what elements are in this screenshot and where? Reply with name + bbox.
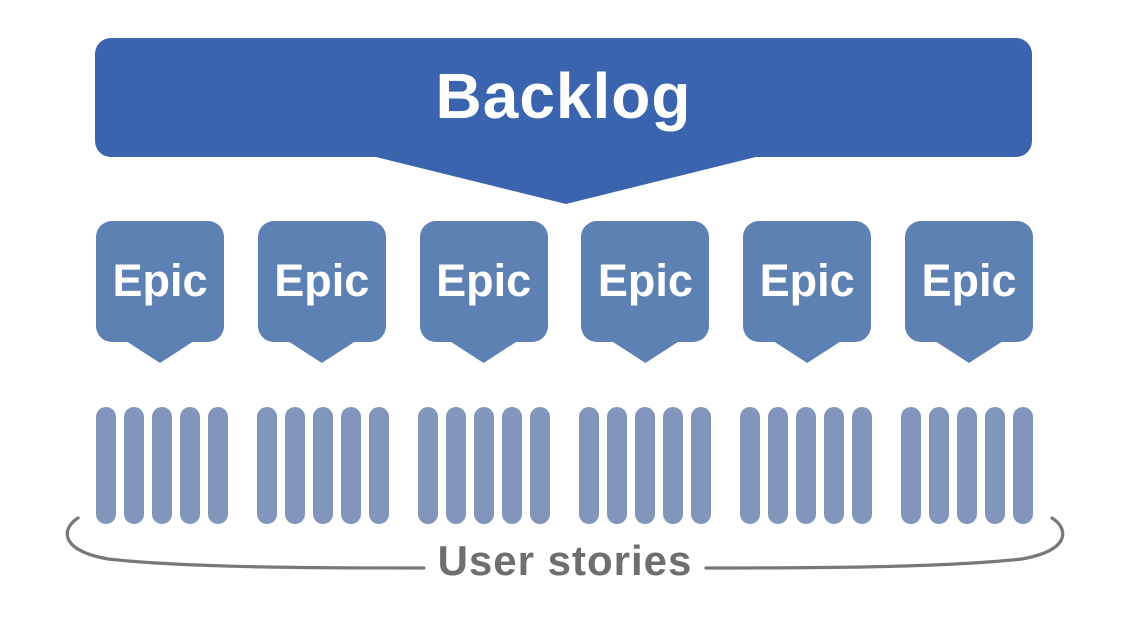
user-story-bar bbox=[852, 407, 872, 524]
epic-pointer-down-icon bbox=[611, 341, 680, 363]
user-story-group bbox=[901, 407, 1033, 525]
user-story-bar bbox=[607, 407, 627, 524]
user-story-group bbox=[740, 407, 872, 525]
user-story-bar bbox=[957, 407, 977, 524]
user-story-bar bbox=[663, 407, 683, 524]
backlog-label: Backlog bbox=[435, 59, 692, 132]
epic-label: Epic bbox=[112, 255, 208, 306]
user-stories-label: User stories bbox=[437, 537, 693, 584]
epic-row: Epic Epic Epic Epic Epic Epic bbox=[96, 221, 1033, 364]
user-story-bar bbox=[341, 407, 361, 524]
user-story-bar bbox=[208, 407, 228, 524]
epic-pointer-down-icon bbox=[934, 341, 1003, 363]
user-story-bar bbox=[985, 407, 1005, 524]
user-story-bar bbox=[418, 407, 438, 524]
user-story-bar bbox=[96, 407, 116, 524]
backlog-arrow-down-icon bbox=[372, 156, 760, 204]
user-story-group bbox=[96, 407, 228, 525]
epic-tag: Epic bbox=[96, 221, 224, 363]
user-story-group bbox=[257, 407, 389, 525]
user-story-group bbox=[418, 407, 550, 525]
user-story-bar bbox=[446, 407, 466, 524]
epic-label: Epic bbox=[921, 255, 1017, 306]
user-story-bar bbox=[1013, 407, 1033, 524]
user-story-bar bbox=[313, 407, 333, 524]
user-story-bar bbox=[152, 407, 172, 524]
user-stories-label-wrap: User stories bbox=[0, 540, 1130, 582]
epic-pointer-down-icon bbox=[126, 341, 194, 363]
user-story-bar bbox=[474, 407, 494, 524]
epic-pointer-down-icon bbox=[449, 341, 518, 363]
epic-tag: Epic bbox=[904, 221, 1033, 363]
epic-label: Epic bbox=[274, 255, 370, 306]
user-story-bar bbox=[257, 407, 277, 524]
user-story-bar bbox=[901, 407, 921, 524]
user-story-bar bbox=[502, 407, 522, 524]
user-story-bar bbox=[929, 407, 949, 524]
user-story-bar bbox=[824, 407, 844, 524]
user-story-bar bbox=[285, 407, 305, 524]
user-story-bar bbox=[740, 407, 760, 524]
user-stories-row bbox=[96, 407, 1033, 525]
user-story-bar bbox=[635, 407, 655, 524]
backlog-banner: Backlog bbox=[95, 38, 1032, 157]
user-story-bar bbox=[691, 407, 711, 524]
user-story-bar bbox=[796, 407, 816, 524]
epic-tag: Epic bbox=[743, 221, 872, 363]
user-story-bar bbox=[124, 407, 144, 524]
epic-pointer-down-icon bbox=[773, 341, 842, 363]
user-story-bar bbox=[579, 407, 599, 524]
epic-label: Epic bbox=[759, 255, 855, 306]
user-story-group bbox=[579, 407, 711, 525]
user-story-bar bbox=[768, 407, 788, 524]
epic-tag: Epic bbox=[257, 221, 386, 363]
user-story-bar bbox=[369, 407, 389, 524]
user-story-bar bbox=[180, 407, 200, 524]
epic-tag: Epic bbox=[419, 221, 548, 363]
epic-tag: Epic bbox=[581, 221, 710, 363]
epic-pointer-down-icon bbox=[287, 341, 356, 363]
epic-label: Epic bbox=[436, 255, 532, 306]
user-story-bar bbox=[530, 407, 550, 524]
epic-label: Epic bbox=[597, 255, 693, 306]
